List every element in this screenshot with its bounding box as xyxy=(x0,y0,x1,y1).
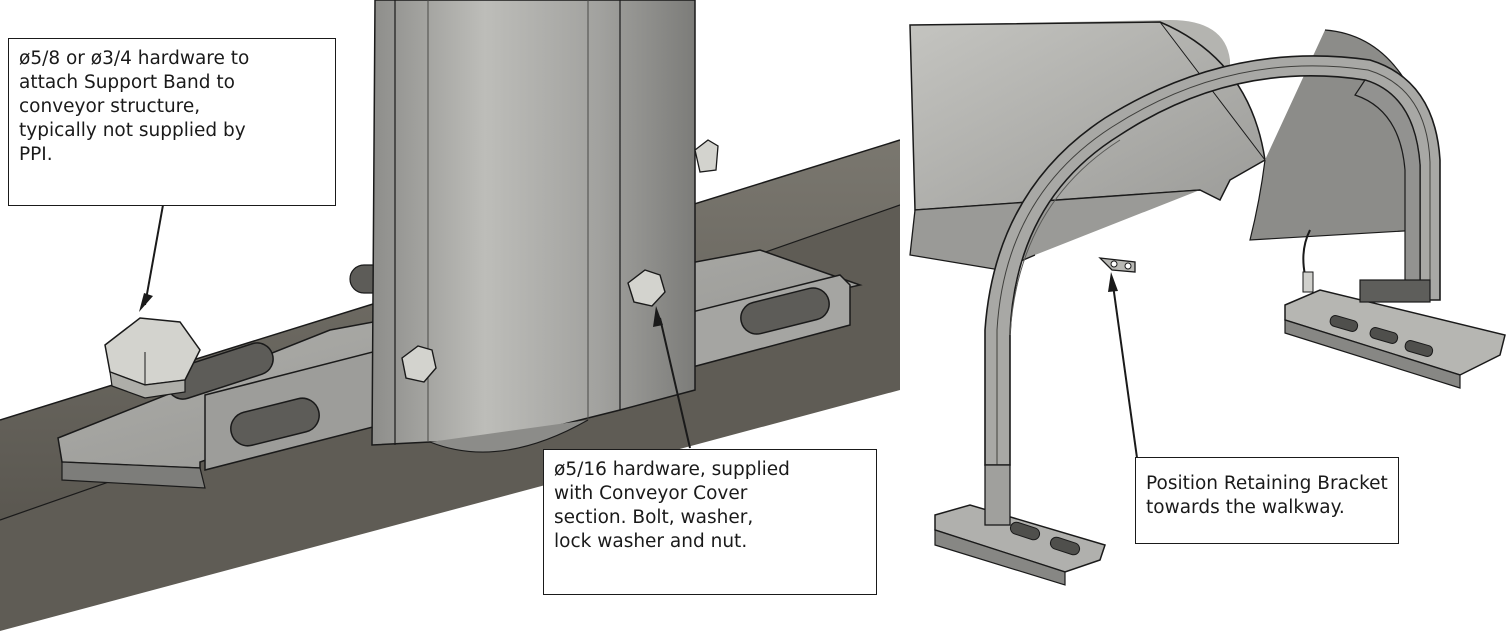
callout-retaining-bracket: Position Retaining Bracket towards the w… xyxy=(1135,457,1399,544)
latch-hook xyxy=(1302,229,1314,293)
support-band-post xyxy=(371,0,696,453)
small-hex-bolt-rear xyxy=(694,139,719,173)
small-hex-bolt-left xyxy=(401,345,437,383)
leader-arrow-support-band xyxy=(139,204,164,312)
right-foot-plate xyxy=(1284,279,1506,389)
retaining-bracket xyxy=(1098,257,1136,273)
left-foot-plate xyxy=(934,464,1106,586)
conveyor-cover-view: Position Retaining Bracket towards the w… xyxy=(900,0,1507,631)
conveyor-cover-drawing xyxy=(909,20,1506,586)
callout-cover-hardware: ø5/16 hardware, supplied with Conveyor C… xyxy=(543,449,877,595)
small-hex-bolt-right xyxy=(627,269,666,307)
leader-arrow-retaining-bracket xyxy=(1108,272,1139,466)
support-band-drawing xyxy=(0,0,900,631)
large-hex-bolt xyxy=(104,317,201,399)
support-band-detail-view: ø5/8 or ø3/4 hardware to attach Support … xyxy=(0,0,900,631)
callout-support-band-hardware: ø5/8 or ø3/4 hardware to attach Support … xyxy=(8,38,336,206)
arch-band-rear xyxy=(1354,79,1421,301)
leader-arrow-cover-hardware xyxy=(653,306,691,449)
